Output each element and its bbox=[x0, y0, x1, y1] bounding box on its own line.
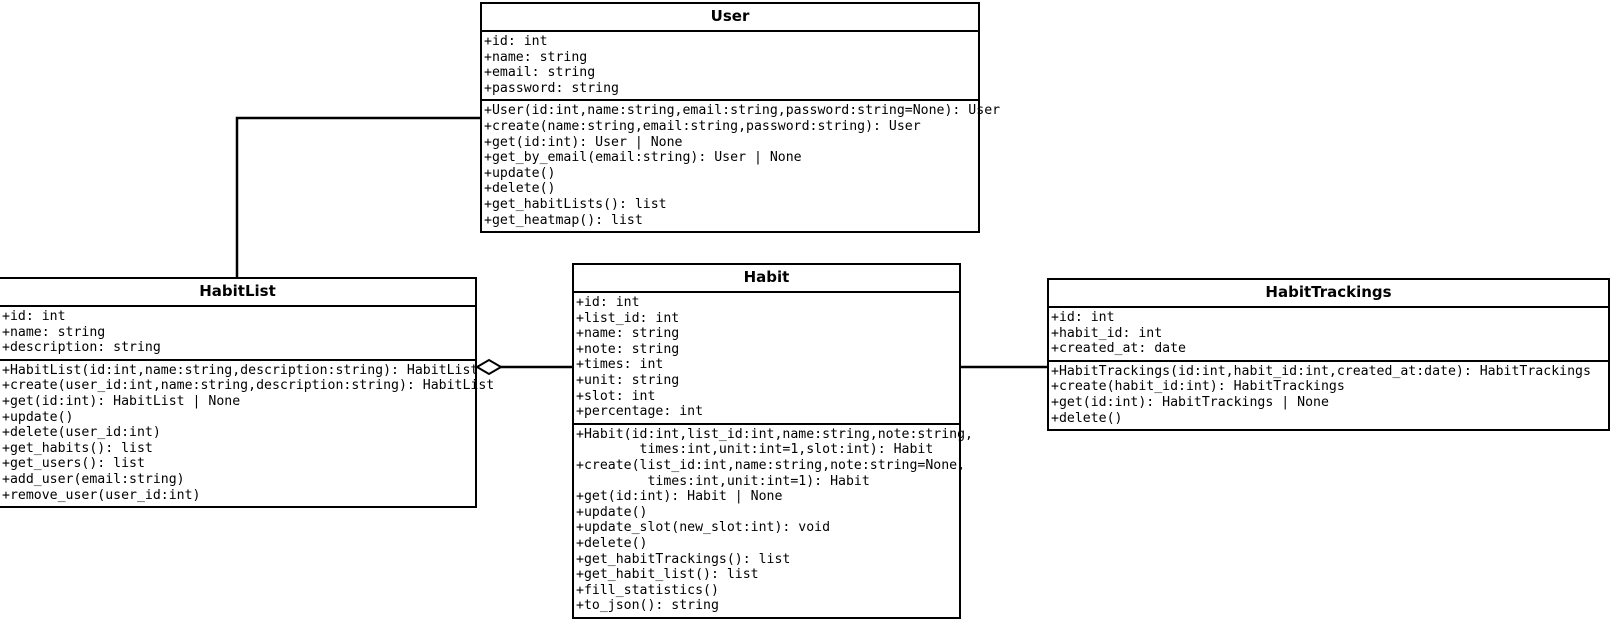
method-row: +get_heatmap(): list bbox=[484, 212, 643, 228]
method-row: +HabitTrackings(id:int,habit_id:int,crea… bbox=[1051, 363, 1591, 379]
method-row: times:int,unit:int=1): Habit bbox=[576, 473, 870, 489]
methods-compartment-habittrackings: +HabitTrackings(id:int,habit_id:int,crea… bbox=[1049, 362, 1608, 429]
method-row: +delete() bbox=[1051, 410, 1123, 426]
method-row: +create(user_id:int,name:string,descript… bbox=[2, 378, 495, 394]
method-row: +add_user(email:string) bbox=[2, 471, 185, 487]
class-divider bbox=[0, 358, 475, 361]
attribute-row: +description: string bbox=[2, 340, 161, 356]
attribute-row: +name: string bbox=[484, 49, 588, 65]
method-row: +get(id:int): HabitTrackings | None bbox=[1051, 394, 1329, 410]
class-divider bbox=[0, 305, 475, 307]
method-row: +get_habit_list(): list bbox=[576, 567, 759, 583]
method-row: +get_by_email(email:string): User | None bbox=[484, 150, 802, 166]
method-row: +create(list_id:int,name:string,note:str… bbox=[576, 457, 966, 473]
connector-user-habitlist bbox=[235, 116, 480, 277]
aggregation-diamond-icon bbox=[475, 358, 503, 376]
methods-compartment-user: +User(id:int,name:string,email:string,pa… bbox=[482, 101, 1001, 231]
attribute-row: +name: string bbox=[576, 326, 680, 342]
attribute-row: +list_id: int bbox=[576, 310, 680, 326]
method-row: +Habit(id:int,list_id:int,name:string,no… bbox=[576, 426, 973, 442]
class-divider bbox=[1049, 359, 1608, 362]
method-row: +to_json(): string bbox=[576, 598, 719, 614]
class-title-habitlist: HabitList bbox=[199, 282, 276, 300]
attributes-compartment-habittrackings: +id: int +habit_id: int +created_at: dat… bbox=[1049, 308, 1608, 360]
attribute-row: +created_at: date bbox=[1051, 341, 1186, 357]
method-row: +delete() bbox=[576, 535, 648, 551]
method-row: +update() bbox=[484, 165, 556, 181]
attribute-row: +slot: int bbox=[576, 388, 656, 404]
attribute-row: +note: string bbox=[576, 341, 680, 357]
method-row: +update() bbox=[576, 504, 648, 520]
method-row: +get(id:int): User | None bbox=[484, 134, 683, 150]
method-row: +get(id:int): HabitList | None bbox=[2, 393, 241, 409]
method-row: +get_habitLists(): list bbox=[484, 196, 667, 212]
attribute-row: +habit_id: int bbox=[1051, 325, 1163, 341]
class-divider bbox=[574, 291, 959, 293]
class-box-habittrackings[interactable]: HabitTrackings +id: int +habit_id: int +… bbox=[1047, 278, 1610, 432]
method-row: +update_slot(new_slot:int): void bbox=[576, 520, 831, 536]
attribute-row: +id: int bbox=[1051, 310, 1115, 325]
attributes-compartment-habit: +id: int +list_id: int +name: string +no… bbox=[574, 293, 959, 423]
method-row: +get_users(): list bbox=[2, 456, 145, 472]
attribute-row: +password: string bbox=[484, 80, 619, 96]
class-box-habit[interactable]: Habit +id: int +list_id: int +name: stri… bbox=[572, 263, 973, 619]
attribute-row: +email: string bbox=[484, 65, 596, 81]
method-row: times:int,unit:int=1,slot:int): Habit bbox=[576, 442, 934, 458]
class-divider bbox=[1049, 306, 1608, 308]
attribute-row: +name: string bbox=[2, 324, 106, 340]
attribute-row: +times: int bbox=[576, 357, 664, 373]
method-row: +get_habits(): list bbox=[2, 440, 153, 456]
method-row: +HabitList(id:int,name:string,descriptio… bbox=[2, 362, 479, 378]
class-divider bbox=[482, 99, 978, 102]
class-box-habitlist[interactable]: HabitList +id: int +name: string +descri… bbox=[0, 277, 495, 509]
method-row: +get(id:int): Habit | None bbox=[576, 489, 783, 505]
method-row: +remove_user(user_id:int) bbox=[2, 487, 201, 503]
attributes-compartment-user: +id: int +name: string +email: string +p… bbox=[482, 32, 978, 99]
method-row: +fill_statistics() bbox=[576, 582, 719, 598]
attribute-row: +id: int bbox=[2, 309, 66, 324]
class-divider bbox=[482, 30, 978, 32]
method-row: +create(habit_id:int): HabitTrackings bbox=[1051, 379, 1345, 395]
method-row: +get_habitTrackings(): list bbox=[576, 551, 791, 567]
attribute-row: +id: int bbox=[484, 34, 548, 49]
method-row: +delete(user_id:int) bbox=[2, 425, 161, 441]
class-divider bbox=[574, 422, 959, 425]
method-row: +delete() bbox=[484, 181, 556, 197]
methods-compartment-habitlist: +HabitList(id:int,name:string,descriptio… bbox=[0, 361, 495, 506]
attribute-row: +id: int bbox=[576, 295, 640, 310]
attribute-row: +percentage: int bbox=[576, 404, 704, 420]
class-title-habittrackings: HabitTrackings bbox=[1265, 283, 1392, 301]
method-row: +update() bbox=[2, 409, 74, 425]
class-box-user[interactable]: User +id: int +name: string +email: stri… bbox=[480, 2, 1001, 234]
class-title-user: User bbox=[710, 7, 750, 25]
method-row: +User(id:int,name:string,email:string,pa… bbox=[484, 103, 1001, 119]
attributes-compartment-habitlist: +id: int +name: string +description: str… bbox=[0, 307, 475, 359]
class-title-habit: Habit bbox=[743, 268, 790, 286]
attribute-row: +unit: string bbox=[576, 372, 680, 388]
methods-compartment-habit: +Habit(id:int,list_id:int,name:string,no… bbox=[574, 425, 973, 617]
method-row: +create(name:string,email:string,passwor… bbox=[484, 118, 921, 134]
